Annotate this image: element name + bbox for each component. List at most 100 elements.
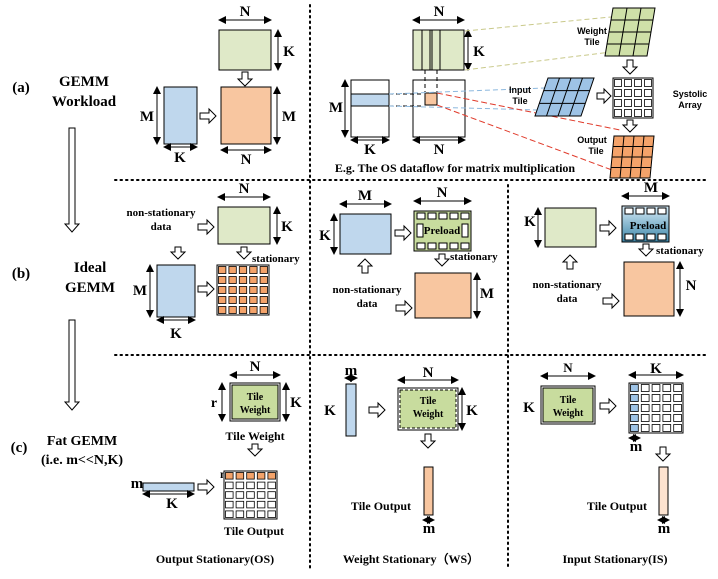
input-tile-label-1: Input <box>509 85 531 95</box>
os-proj-weight-2 <box>464 51 612 71</box>
row-c-label: (c) <box>11 440 28 456</box>
os-b-output-grid-cell <box>218 296 227 304</box>
flow-arrow-b-to-c <box>63 319 81 411</box>
input-tile-grid-vline <box>557 77 572 117</box>
os-b-input-matrix <box>156 264 196 318</box>
is-c-grid-cell <box>640 404 650 412</box>
os-c-output-grid-cell <box>267 472 276 480</box>
is-c-grid-cell <box>651 404 661 412</box>
ws-b-dim-n-label: N <box>437 185 448 201</box>
os-input-matrix <box>350 79 390 138</box>
ws-c-arrow-down <box>419 433 437 449</box>
is-b-preload-cell-top <box>657 207 667 215</box>
os-c-output-grid-cell <box>246 472 255 480</box>
flow-arrow-a-to-b <box>63 127 81 233</box>
os-c-output-grid-cell <box>256 472 266 480</box>
ws-b-dim-m2-label: M <box>480 286 494 302</box>
os-c-output-grid-cell <box>256 481 266 490</box>
os-c-tile-weight <box>231 384 279 420</box>
is-c-grid-cell <box>630 394 639 402</box>
systolic-array-grid-cell <box>624 99 632 107</box>
os-c-weight-text: Weight <box>240 405 271 416</box>
is-c-grid-cell <box>662 394 672 402</box>
is-c-grid-cell <box>640 384 650 392</box>
os-proj-weight-1 <box>464 16 612 32</box>
systolic-array-grid-cell <box>644 89 652 97</box>
os-c-output-grid-cell <box>225 510 234 518</box>
dim-k2-label: K <box>174 150 186 166</box>
os-c-output-grid-cell <box>235 491 245 499</box>
is-c-grid-cell <box>673 384 682 392</box>
is-c-grid-cell <box>651 424 661 432</box>
ws-b-preload-cell-top <box>449 212 459 220</box>
dim-n2-label: N <box>241 152 252 168</box>
ws-c-weight-text: Weight <box>413 409 444 420</box>
is-c-tile-text: Tile <box>560 395 577 406</box>
is-c-arrow-right <box>599 397 617 415</box>
os-output-tile-cell <box>424 92 438 106</box>
os-b-output-grid-cell <box>238 296 248 304</box>
os-b-output-grid-cell <box>249 276 258 284</box>
systolic-array-grid-cell <box>624 109 632 117</box>
os-b-dim-m-label: M <box>133 283 147 299</box>
os-c-output-grid-cell <box>267 481 276 490</box>
systolic-label-2: Array <box>678 100 702 110</box>
os-b-output-grid-cell <box>218 266 227 274</box>
os-b-weight-matrix <box>217 206 271 245</box>
is-b-weight-matrix <box>544 207 597 248</box>
os-c-tile-weight-label: Tile Weight <box>225 429 284 443</box>
is-c-grid-cell <box>662 424 672 432</box>
is-c-grid-cell <box>673 414 682 422</box>
is-b-dim-n-label: N <box>686 278 697 294</box>
systolic-array-grid-cell <box>614 99 622 107</box>
is-c-grid-cell <box>662 414 672 422</box>
is-b-arrow-nonstat <box>602 292 620 310</box>
os-b-output-grid-cell <box>259 286 268 294</box>
is-b-preload-cell-bot <box>635 233 645 241</box>
ws-b-preload-label: Preload <box>424 225 460 237</box>
column-caption-os: Output Stationary(OS) <box>156 552 274 566</box>
os-proj-output-2 <box>436 104 613 171</box>
dim-m2-label: M <box>282 109 296 125</box>
os-b-output-grid-cell <box>228 286 237 294</box>
os-c-dim-k2-label: K <box>166 496 178 512</box>
os-c-output-grid-cell <box>225 500 234 509</box>
os-c-output-grid-cell <box>246 500 255 509</box>
os-b-output-grid-cell <box>238 276 248 284</box>
ws-b-arrow-right <box>394 224 412 242</box>
is-c-arrow-down <box>654 446 672 462</box>
systolic-array-grid-cell <box>624 79 632 87</box>
os-b-arrow-input-down <box>169 246 187 260</box>
is-b-preload-label: Preload <box>630 220 666 232</box>
is-b-arrow-up <box>561 254 579 270</box>
ws-c-dim-m-label: m <box>345 363 358 379</box>
column-caption-is: Input Stationary(IS) <box>562 552 667 566</box>
os-weight-col-a <box>421 29 431 71</box>
is-c-grid-cell <box>640 424 650 432</box>
os-c-output-grid-cell <box>235 472 245 480</box>
os-c-output-grid-cell <box>225 481 234 490</box>
os-c-arrow-right <box>197 478 215 496</box>
is-c-weight-text: Weight <box>553 408 584 419</box>
systolic-array-grid-cell <box>644 79 652 87</box>
os-b-arrow-weight-down <box>235 246 253 260</box>
os-c-output-grid-cell <box>225 472 234 480</box>
ws-c-dim-m2-label: m <box>423 521 436 537</box>
systolic-array-grid-cell <box>634 109 642 117</box>
os-b-output-grid-cell <box>238 306 248 314</box>
os-c-output-grid-cell <box>267 510 276 518</box>
is-c-grid-cell <box>640 414 650 422</box>
matrix-c-output <box>220 86 272 145</box>
is-b-arrow-down <box>637 243 655 257</box>
row-c-title-1: Fat GEMM <box>47 434 117 449</box>
ws-b-preload-cell-bot <box>416 242 426 250</box>
os-b-output-grid-cell <box>228 306 237 314</box>
os-c-output-grid-cell <box>235 510 245 518</box>
systolic-array-grid-cell <box>614 89 622 97</box>
systolic-array-grid-cell <box>614 109 622 117</box>
dim-n-label: N <box>240 4 251 20</box>
os-b-output-grid-cell <box>218 286 227 294</box>
